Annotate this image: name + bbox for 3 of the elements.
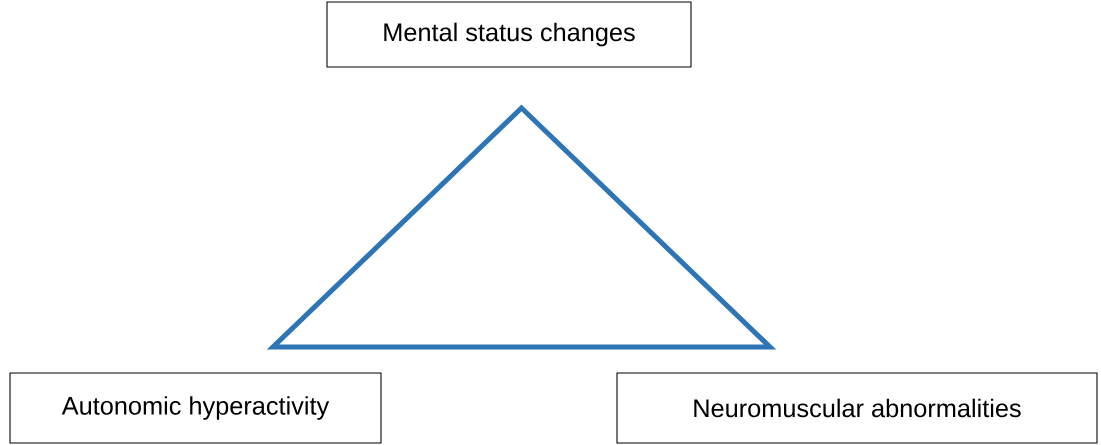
text-box: Mental status changes <box>326 1 692 68</box>
text-box: Neuromuscular abnormalities <box>616 372 1098 444</box>
text-box: Autonomic hyperactivity <box>9 372 382 444</box>
